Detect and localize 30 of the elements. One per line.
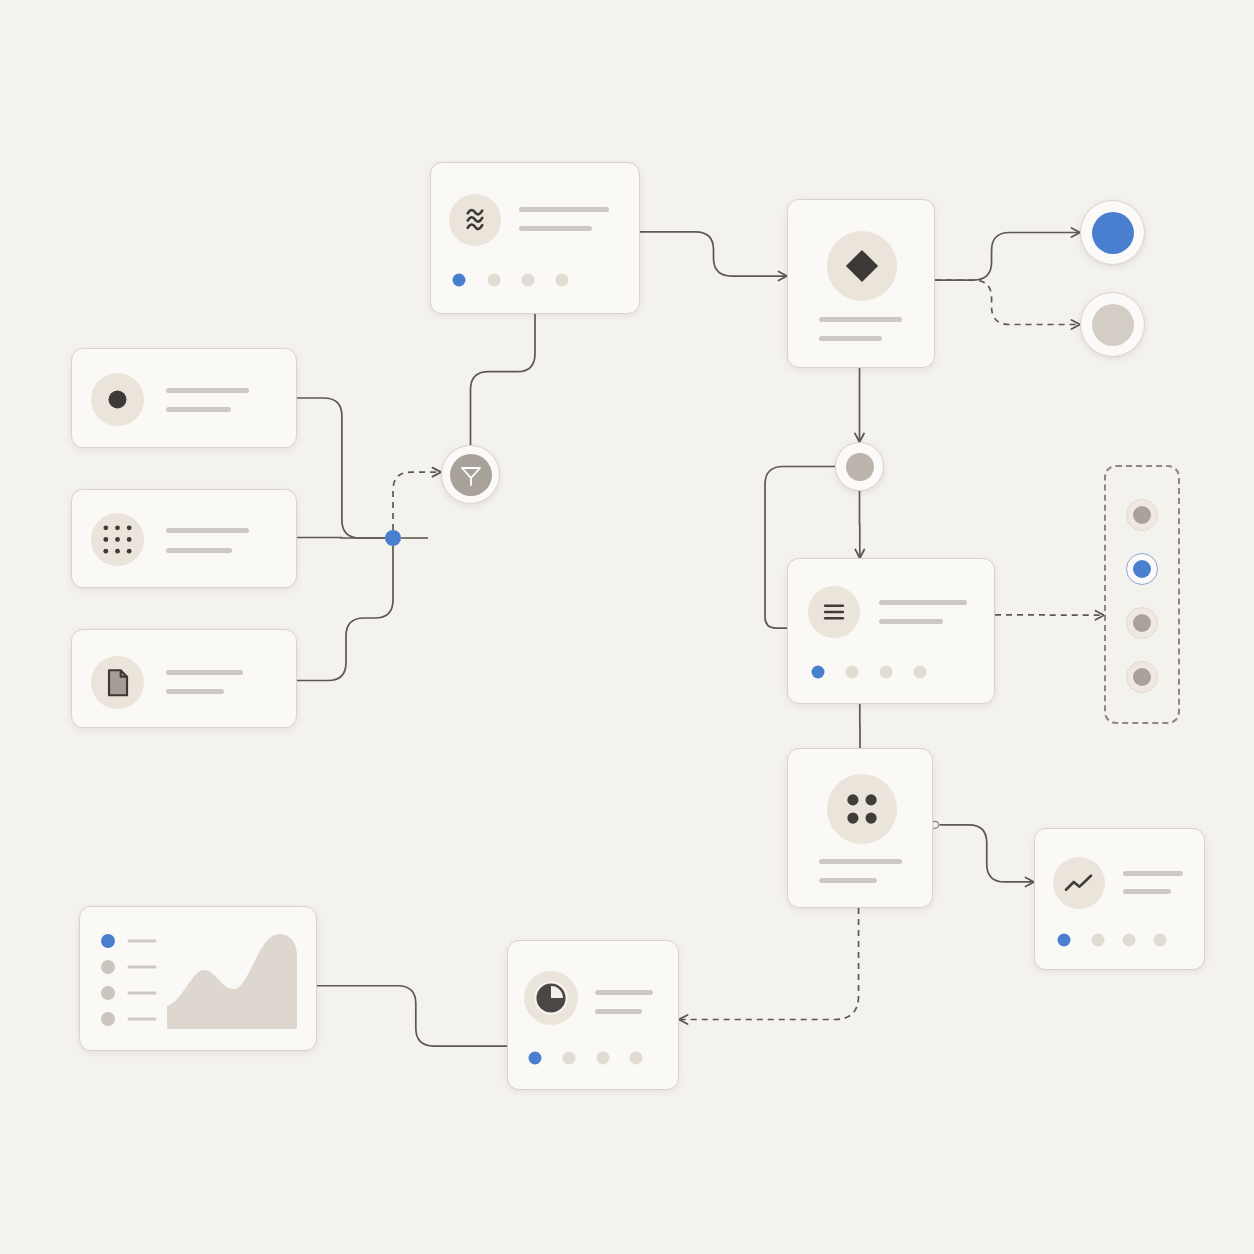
card: [507, 940, 679, 1090]
connector-line: [296, 545, 394, 682]
connector-line: [316, 984, 508, 1047]
card: [787, 748, 933, 908]
radio-option: [1126, 607, 1158, 639]
card: [787, 558, 995, 704]
dashed-arrow: [392, 466, 442, 531]
radio-option: [1126, 661, 1158, 693]
dashed-group: [1104, 465, 1180, 724]
filter-node: [441, 445, 500, 504]
dashed-arrow: [934, 279, 1081, 330]
card: [71, 629, 297, 728]
connector-line: [764, 465, 836, 629]
radio-option: [1126, 499, 1158, 531]
arrow: [639, 231, 788, 282]
card: [71, 489, 297, 588]
dashed-arrow: [678, 907, 860, 1025]
card: [787, 199, 935, 368]
card: [1034, 828, 1205, 970]
connector-line: [296, 536, 386, 539]
arrow: [854, 367, 865, 443]
arrow: [854, 490, 866, 559]
dashed-arrow: [994, 609, 1105, 621]
connector-line: [469, 313, 536, 446]
chart-card: [79, 906, 317, 1051]
radio-option: [1126, 553, 1158, 585]
connector-line: [858, 703, 861, 749]
card: [71, 348, 297, 448]
card: [430, 162, 640, 314]
arrow: [938, 823, 1035, 888]
